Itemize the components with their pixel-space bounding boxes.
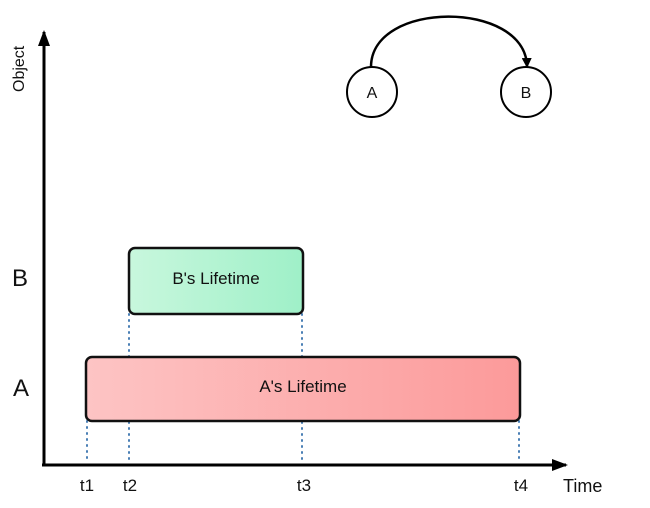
reference-arrow (369, 15, 532, 68)
tick-t3: t3 (297, 476, 311, 495)
lifetime-bar-a (84, 355, 522, 423)
lifetime-bar-b (127, 246, 305, 316)
tick-t1: t1 (80, 476, 94, 495)
lifetime-label-b: B's Lifetime (172, 269, 259, 288)
tick-t4: t4 (514, 476, 528, 495)
node-b-label: B (521, 85, 532, 102)
y-axis-label: Object (11, 45, 28, 92)
lifetime-label-a: A's Lifetime (259, 377, 346, 396)
tick-t2: t2 (123, 476, 137, 495)
node-b (500, 66, 552, 118)
object-label-b: B (12, 265, 28, 292)
object-label-a: A (13, 375, 29, 402)
node-a (346, 66, 398, 118)
x-axis-label: Time (563, 476, 602, 496)
node-a-label: A (367, 85, 378, 102)
